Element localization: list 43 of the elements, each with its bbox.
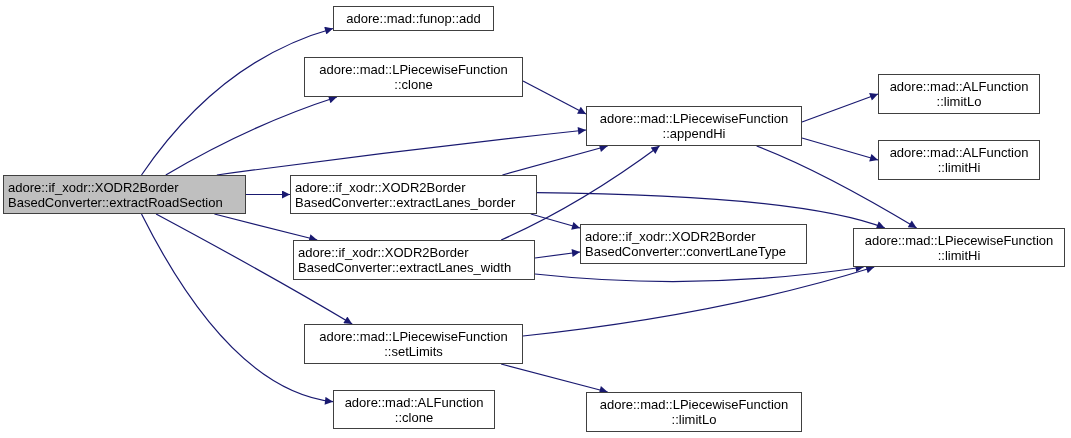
arrow <box>501 144 609 176</box>
arrow <box>522 265 875 337</box>
function-box <box>878 74 1040 114</box>
function-box <box>333 390 495 429</box>
function-box <box>853 228 1065 267</box>
function-box <box>293 240 535 280</box>
arrow <box>756 145 918 229</box>
function-name: adore::if_xodr::XODR2Border BasedConverter::extractRoadSection <box>8 179 224 210</box>
function-name: adore::mad::LPiecewiseFunction ::limitHi <box>863 232 1055 263</box>
function-box <box>586 106 802 146</box>
function-box <box>304 324 523 364</box>
function-name: adore::if_xodr::XODR2Border BasedConverter::extractLanes_width <box>298 245 513 275</box>
function-name: adore::mad::ALFunction ::limitHi <box>888 145 1030 175</box>
arrow <box>801 93 879 123</box>
arrow <box>245 190 291 199</box>
function-name: adore::mad::LPiecewiseFunction ::limitLo <box>598 397 790 427</box>
arrow <box>165 95 338 176</box>
arrow <box>801 137 879 162</box>
arrow <box>140 27 334 176</box>
arrow <box>140 213 334 405</box>
highlighted-function-box <box>3 175 246 214</box>
function-box <box>580 224 807 264</box>
function-name: adore::if_xodr::XODR2Border BasedConverter::extractLanes_border <box>295 179 517 210</box>
function-box <box>290 175 537 214</box>
function-box <box>333 6 494 31</box>
arrow <box>500 363 609 394</box>
arrow <box>536 191 886 230</box>
function-name: adore::mad::funop::add <box>346 11 481 26</box>
function-box <box>304 57 523 97</box>
function-name: adore::mad::ALFunction ::clone <box>343 394 485 425</box>
function-name: adore::mad::ALFunction ::limitLo <box>888 79 1030 109</box>
arrow <box>522 80 587 115</box>
arrow <box>500 145 661 241</box>
function-name: adore::mad::LPiecewiseFunction ::appendHi <box>598 111 790 141</box>
function-name: adore::mad::LPiecewiseFunction ::setLimits <box>318 329 509 359</box>
arrow <box>534 249 581 259</box>
function-name: adore::if_xodr::XODR2Border BasedConverter::convertLaneType <box>585 229 787 259</box>
function-box <box>878 140 1040 180</box>
arrow <box>213 213 318 242</box>
arrow <box>155 213 353 325</box>
function-box <box>586 392 802 432</box>
arrow <box>530 213 581 230</box>
function-name: adore::mad::LPiecewiseFunction ::clone <box>318 62 509 92</box>
